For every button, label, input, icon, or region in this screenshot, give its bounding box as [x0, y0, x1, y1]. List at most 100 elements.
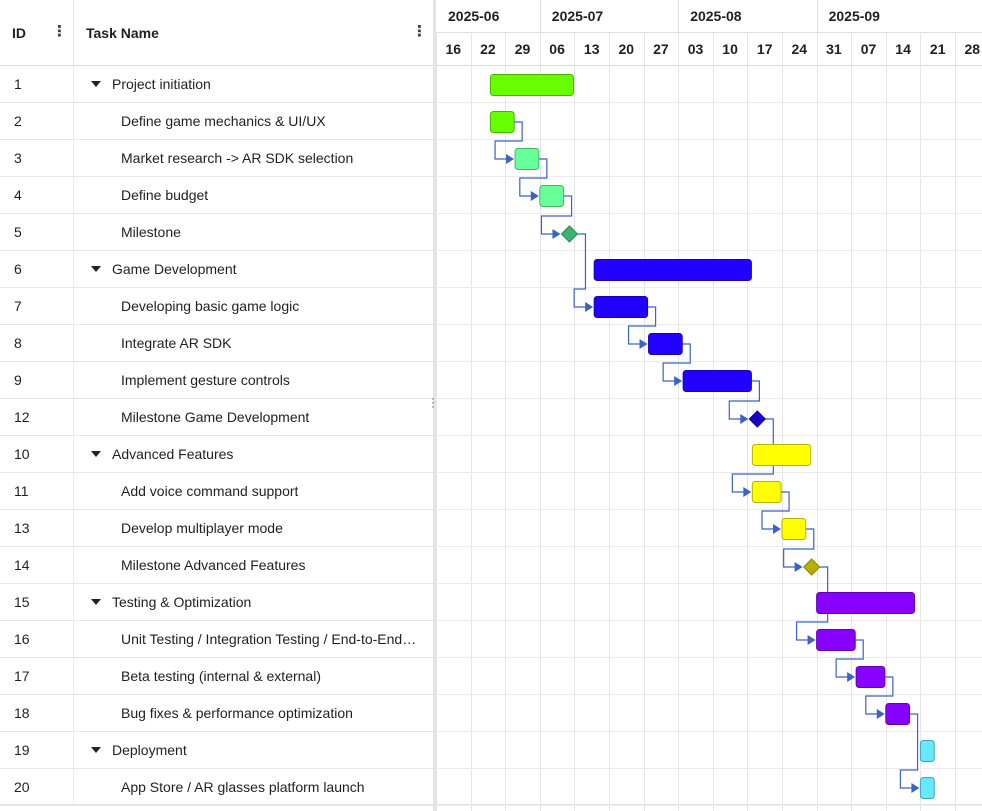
task-id: 4: [0, 177, 74, 213]
task-bar: [781, 518, 807, 540]
splitter-handle-icon[interactable]: ···: [431, 391, 435, 413]
dependency-link: [662, 343, 691, 382]
week-label: 21: [930, 41, 946, 57]
task-name: Define budget: [121, 187, 209, 203]
dependency-arrow: [807, 635, 816, 645]
task-id: 13: [0, 510, 74, 546]
task-row[interactable]: 14 Milestone Advanced Features: [0, 547, 433, 584]
dependency-link: [731, 418, 774, 493]
week-label: 29: [515, 41, 531, 57]
expand-caret-icon[interactable]: [91, 451, 101, 457]
task-id: 14: [0, 547, 74, 583]
expand-caret-icon[interactable]: [91, 599, 101, 605]
dependency-links: [494, 121, 920, 793]
task-id: 16: [0, 621, 74, 657]
dependency-arrow: [794, 562, 803, 572]
column-menu-icon[interactable]: ⋮: [412, 23, 427, 40]
task-name: Bug fixes & performance optimization: [121, 705, 353, 721]
task-id: 15: [0, 584, 74, 620]
task-bar: [816, 629, 856, 651]
week-label: 28: [965, 41, 981, 57]
task-name: Game Development: [112, 261, 237, 277]
task-id: 10: [0, 436, 74, 472]
column-header-id[interactable]: ID ⋮: [0, 0, 74, 66]
dependency-arrow: [740, 414, 749, 424]
task-name: Beta testing (internal & external): [121, 668, 321, 684]
task-id: 11: [0, 473, 74, 509]
column-header-task-name[interactable]: Task Name ⋮: [74, 0, 433, 66]
column-menu-icon[interactable]: ⋮: [52, 23, 67, 40]
timeline-grid: [436, 0, 982, 811]
pane-splitter[interactable]: [433, 0, 436, 811]
milestone-diamond: [802, 558, 821, 576]
summary-bar: [593, 259, 752, 281]
dependency-link: [728, 380, 760, 420]
week-label: 17: [757, 41, 773, 57]
dependency-link: [783, 528, 815, 568]
week-label: 22: [480, 41, 496, 57]
task-name-cell: Deployment: [74, 732, 450, 768]
dependency-link: [494, 121, 523, 160]
week-label: 03: [688, 41, 704, 57]
task-name: Market research -> AR SDK selection: [121, 150, 354, 166]
expand-caret-icon[interactable]: [91, 81, 101, 87]
summary-bar: [919, 740, 935, 762]
task-name: Add voice command support: [121, 483, 299, 499]
task-bar: [919, 777, 935, 799]
task-name: Deployment: [112, 742, 187, 758]
task-name: Milestone Advanced Features: [121, 557, 306, 573]
task-name-cell: Unit Testing / Integration Testing / End…: [74, 621, 480, 657]
task-id: 12: [0, 399, 74, 435]
week-label: 14: [895, 41, 911, 57]
week-label: 13: [584, 41, 600, 57]
dependency-arrow: [530, 191, 539, 201]
task-name-cell: Testing & Optimization: [74, 584, 450, 620]
expand-caret-icon[interactable]: [91, 266, 101, 272]
dependency-link: [865, 676, 894, 715]
dependency-arrow: [911, 783, 920, 793]
week-label: 07: [861, 41, 877, 57]
task-name-cell: Define budget: [74, 177, 480, 213]
task-name-cell: Define game mechanics & UI/UX: [74, 103, 480, 139]
task-bar: [885, 703, 911, 725]
task-name: Milestone: [121, 224, 181, 240]
task-row[interactable]: 5 Milestone: [0, 214, 433, 251]
task-id: 7: [0, 288, 74, 324]
task-name-cell: App Store / AR glasses platform launch: [74, 769, 480, 805]
dependency-arrow: [847, 672, 856, 682]
dependency-arrow: [674, 376, 683, 386]
task-id: 2: [0, 103, 74, 139]
task-bar: [855, 666, 886, 688]
summary-bar: [816, 592, 916, 614]
task-id: 5: [0, 214, 74, 250]
week-label: 24: [792, 41, 808, 57]
task-row[interactable]: 11 Add voice command support: [0, 473, 433, 510]
task-bar: [593, 296, 649, 318]
task-name-cell: Beta testing (internal & external): [74, 658, 480, 694]
dependency-arrow: [639, 339, 648, 349]
month-label: 2025-09: [829, 8, 881, 24]
expand-caret-icon[interactable]: [91, 747, 101, 753]
task-name-cell: Integrate AR SDK: [74, 325, 480, 361]
task-name-cell: Milestone: [74, 214, 480, 250]
summary-bar: [751, 444, 812, 466]
task-name: App Store / AR glasses platform launch: [121, 779, 365, 795]
dependency-link: [835, 639, 864, 678]
task-row[interactable]: 4 Define budget: [0, 177, 433, 214]
